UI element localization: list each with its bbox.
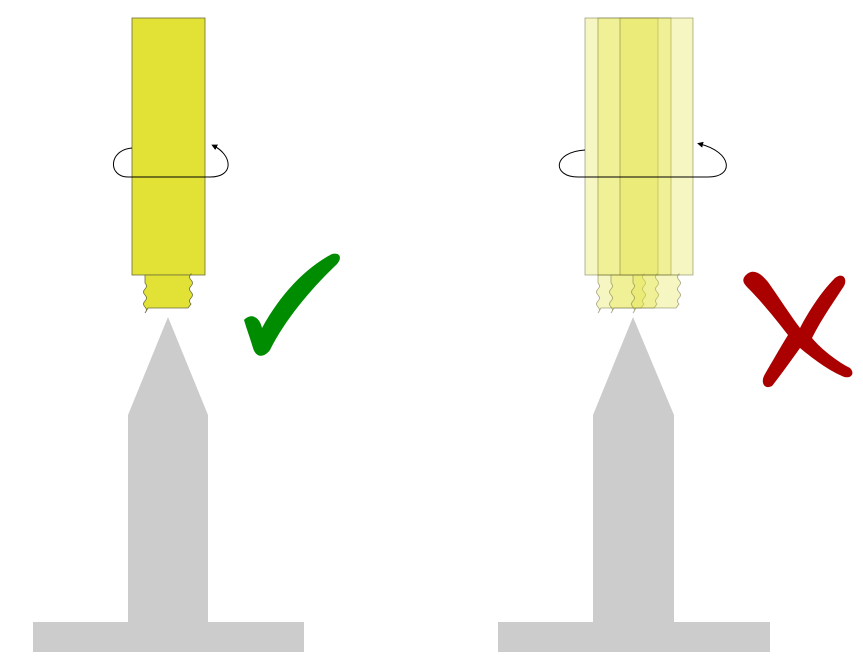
spindle	[498, 317, 770, 652]
drill-bit	[131, 17, 206, 314]
cross-icon	[743, 271, 853, 388]
check-icon	[244, 253, 340, 356]
left-panel	[33, 17, 340, 652]
spindle	[33, 317, 304, 652]
rotation-arrow	[113, 144, 229, 178]
rotation-arrow	[558, 141, 727, 178]
wobbling-drill-bit	[584, 17, 694, 314]
right-panel	[498, 17, 853, 652]
